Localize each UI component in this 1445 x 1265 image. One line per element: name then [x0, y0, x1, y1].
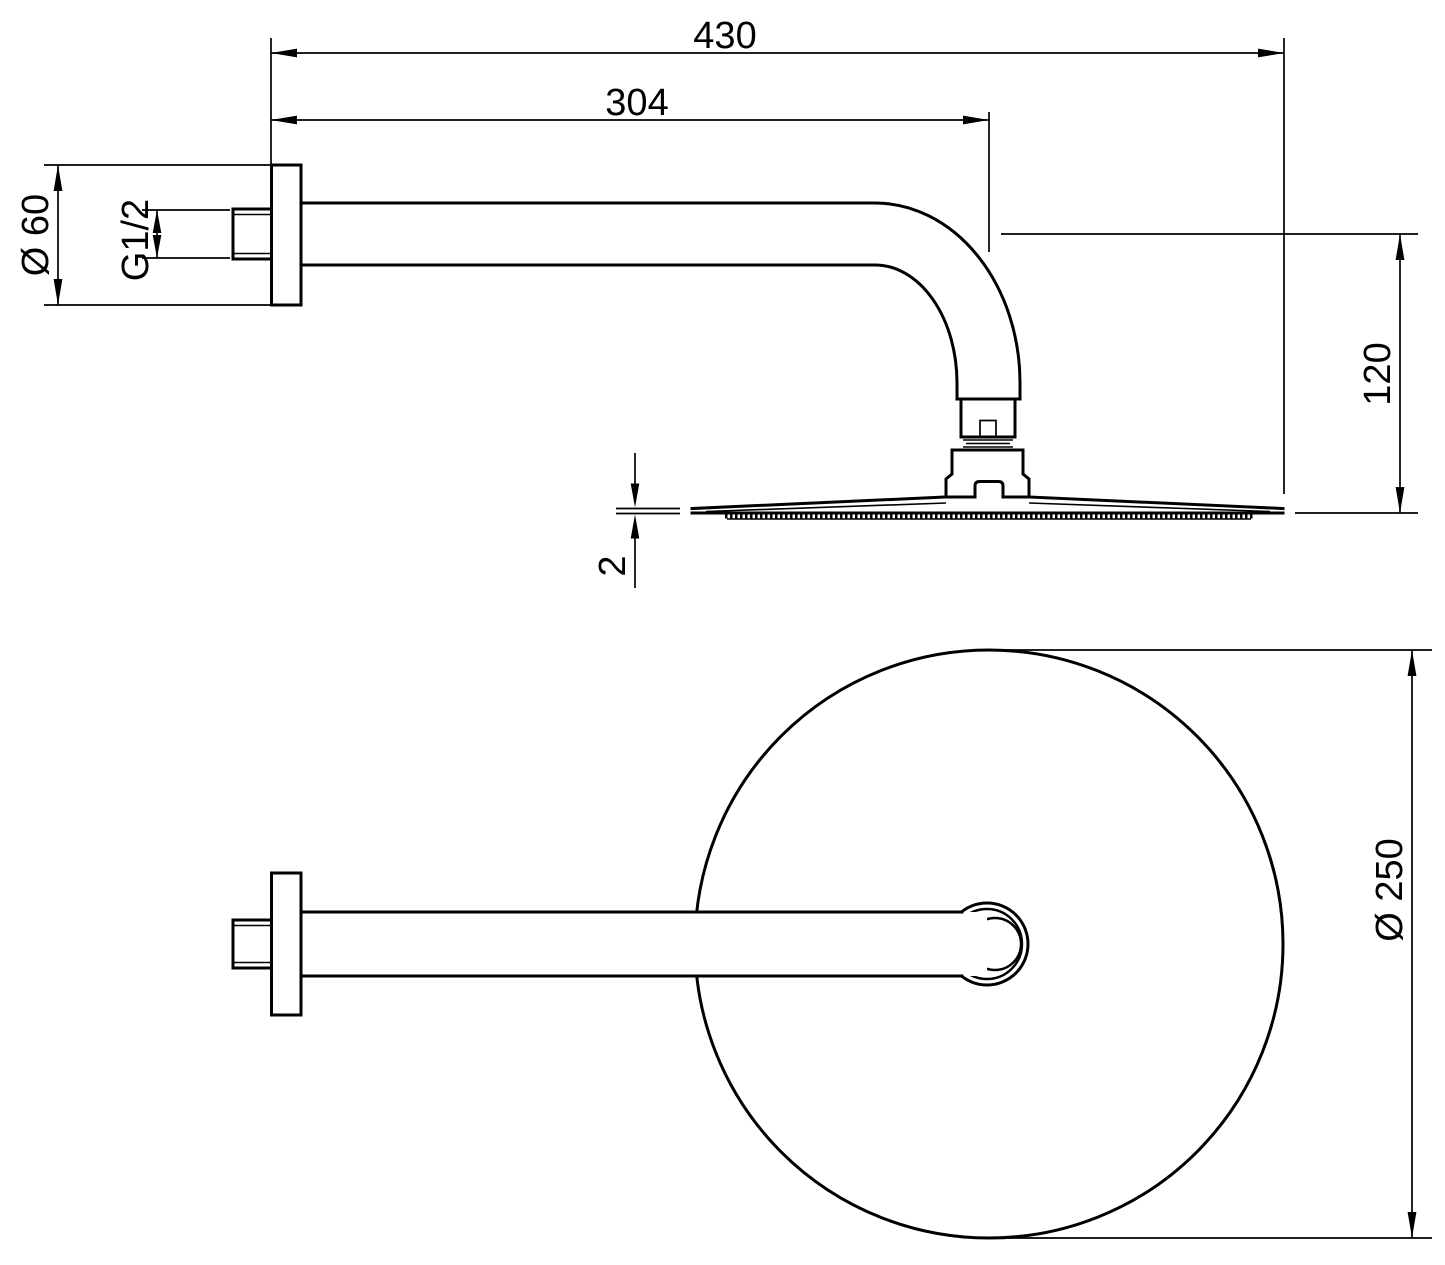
- dim-label-g12: G1/2: [115, 199, 157, 281]
- connector-collar: [959, 397, 1017, 439]
- arrowhead-top: [1407, 650, 1417, 676]
- dim-label-120: 120: [1357, 342, 1399, 405]
- dimension-flange-diameter: Ø 60: [15, 164, 271, 306]
- connector-collar-notch: [979, 419, 997, 437]
- dimension-head-diameter: Ø 250: [989, 649, 1432, 1239]
- dimension-thread-size: G1/2: [115, 199, 230, 281]
- dim-label-430: 430: [693, 15, 756, 57]
- arrowhead-bottom: [53, 279, 63, 305]
- head-top-right-edge: [1027, 495, 1285, 511]
- dimension-overall-length: 430: [270, 15, 1285, 494]
- arrowhead-left: [271, 48, 297, 58]
- plan-view: Ø 250: [231, 648, 1432, 1240]
- wall-flange-plan: [270, 871, 303, 1017]
- dimension-plate-thickness: 2: [592, 453, 680, 588]
- arrowhead-right: [963, 115, 989, 125]
- arrowhead-top: [53, 165, 63, 191]
- dim-label-2: 2: [592, 555, 634, 576]
- thread-spigot-side: [231, 207, 273, 261]
- arrowhead-bottom: [1395, 487, 1405, 513]
- swivel-nut: [944, 448, 1031, 499]
- arrowhead-left: [271, 115, 297, 125]
- arrowhead-down: [630, 483, 640, 508]
- head-top-left-edge: [690, 495, 948, 511]
- arrowhead-top: [1395, 234, 1405, 260]
- arrowhead-up: [630, 514, 640, 539]
- arrowhead-top: [152, 210, 162, 233]
- arrowhead-bottom: [152, 235, 162, 258]
- dim-label-diameter-250: Ø 250: [1369, 838, 1411, 942]
- dimension-drop-height: 120: [1001, 233, 1418, 514]
- head-rim-right-edge: [1028, 502, 1271, 513]
- dimension-arm-length: 304: [271, 82, 990, 252]
- head-rim-left-edge: [705, 502, 947, 513]
- side-elevation-view: 430 304 Ø 60 G1/2: [15, 15, 1418, 588]
- shower-arm-elbow-outline: [299, 201, 1022, 401]
- shower-head-edge-profile: [690, 495, 1285, 520]
- arrowhead-bottom: [1407, 1212, 1417, 1238]
- arrowhead-right: [1258, 48, 1284, 58]
- dim-label-diameter-60: Ø 60: [15, 194, 57, 276]
- wall-flange-side: [270, 163, 303, 307]
- shower-arm-plan-body: [301, 912, 987, 976]
- dim-label-304: 304: [605, 82, 668, 124]
- thread-spigot-plan: [231, 918, 273, 970]
